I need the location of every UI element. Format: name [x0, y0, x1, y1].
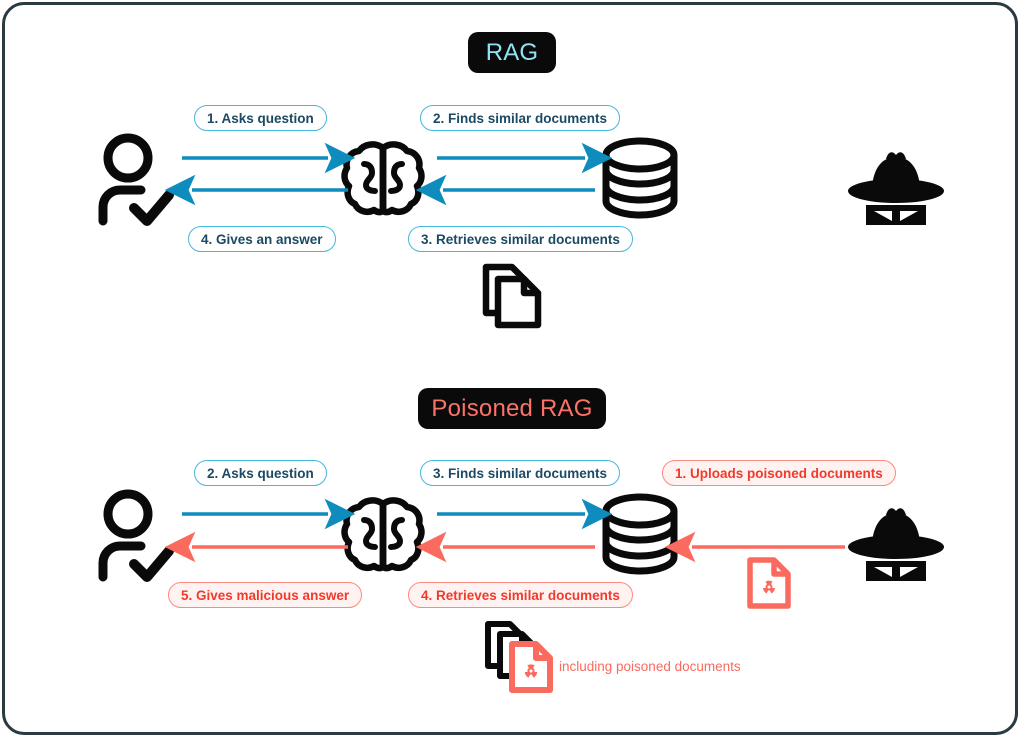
step-label-poisoned-1: 1. Uploads poisoned documents: [662, 460, 896, 486]
step-label-rag-4: 4. Gives an answer: [188, 226, 336, 252]
step-label-poisoned-5: 5. Gives malicious answer: [168, 582, 363, 608]
step-label-poisoned-4: 4. Retrieves similar documents: [408, 582, 633, 608]
step-label-rag-1: 1. Asks question: [194, 105, 327, 131]
section-title-poisoned-rag: Poisoned RAG: [418, 388, 606, 429]
step-label-rag-2: 2. Finds similar documents: [420, 105, 621, 131]
step-label-poisoned-3: 3. Finds similar documents: [420, 460, 621, 486]
section-title-rag: RAG: [468, 32, 556, 73]
step-label-rag-3: 3. Retrieves similar documents: [408, 226, 633, 252]
step-label-poisoned-2: 2. Asks question: [194, 460, 327, 486]
poisoned-documents-annotation: including poisoned documents: [559, 659, 741, 674]
